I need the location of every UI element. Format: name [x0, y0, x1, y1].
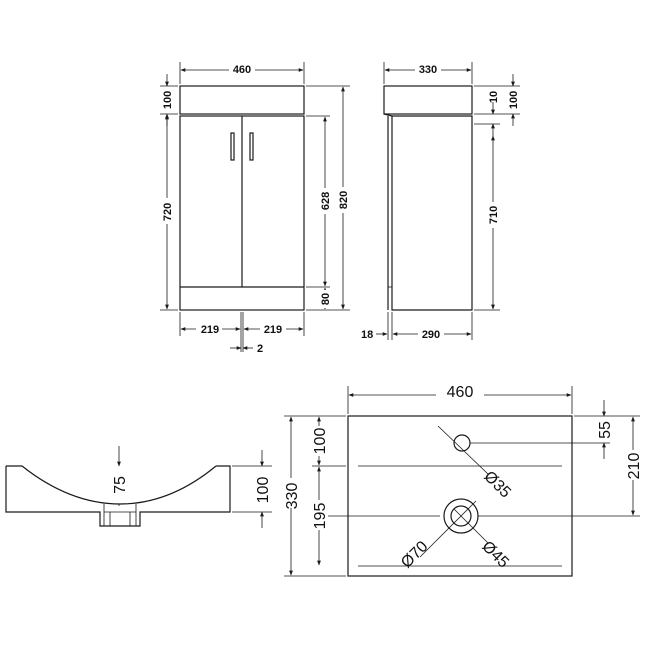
front-total-height-label: 820 [338, 191, 350, 209]
basin-height-label: 100 [255, 477, 272, 504]
front-top-height-label: 100 [162, 91, 174, 109]
door-gap-label: 2 [257, 343, 263, 355]
side-view: 330 10 100 710 18 290 [361, 62, 520, 341]
side-top-height-label: 100 [508, 91, 520, 109]
plan-waste-label: 195 [312, 503, 329, 530]
basin-plan: 460 330 100 195 55 210 Ø35 Ø70 Ø45 [282, 382, 643, 577]
waste-outer-dia-label: Ø70 [398, 538, 431, 571]
side-recess-label: 18 [361, 329, 373, 341]
waste-inner-ring [450, 505, 472, 527]
tap-hole-leader [437, 425, 489, 475]
waste-inner-dia-label: Ø45 [478, 538, 511, 571]
front-width-label: 460 [233, 64, 251, 76]
plan-width-label: 460 [447, 384, 474, 401]
left-door-handle [230, 132, 235, 161]
basin-plan-outline [347, 415, 573, 577]
waste-outlet [103, 504, 137, 526]
side-body-depth-label: 290 [422, 329, 440, 341]
plan-back-label: 100 [312, 428, 329, 455]
waste-offset-label: 210 [626, 453, 643, 480]
front-door-height-label: 628 [320, 192, 332, 210]
basin-bowl-curve [6, 465, 217, 505]
side-body-height-label: 710 [488, 206, 500, 224]
basin-section-outline [5, 465, 231, 527]
left-door-width-label: 219 [201, 324, 219, 336]
waste-outer-leader [419, 500, 477, 558]
side-cabinet-body [391, 115, 473, 311]
side-countertop [383, 85, 473, 115]
front-body-height-label: 720 [162, 203, 174, 221]
bowl-depth-label: 75 [112, 476, 129, 494]
right-door-width-label: 219 [264, 324, 282, 336]
tap-hole-dia-label: Ø35 [480, 468, 513, 501]
front-view: 460 100 720 628 80 820 219 21 [160, 62, 350, 355]
side-lip-label: 10 [488, 91, 500, 103]
front-plinth-height-label: 80 [320, 293, 332, 305]
side-depth-label: 330 [419, 64, 437, 76]
front-countertop [179, 85, 305, 115]
tap-offset-label: 55 [597, 421, 614, 439]
waste-inner-leader [453, 508, 489, 544]
right-door-handle [249, 132, 254, 161]
plan-depth-label: 330 [284, 483, 301, 510]
basin-section: 75 100 [5, 446, 272, 528]
